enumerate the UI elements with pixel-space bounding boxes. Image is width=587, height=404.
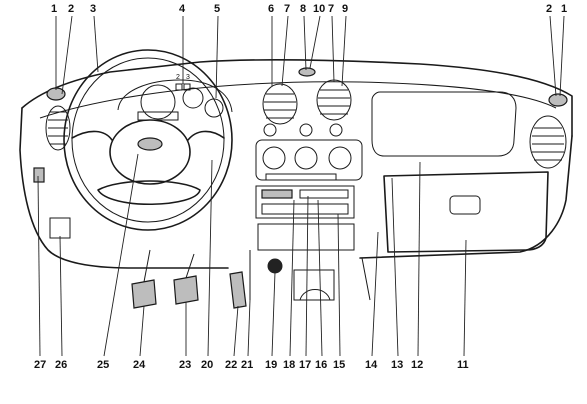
callout-top-2: 2 [68, 3, 75, 15]
callout-bottom-21: 21 [241, 359, 254, 371]
callout-top-7b: 7 [328, 3, 335, 15]
brake-pedal [173, 253, 199, 305]
upper-glovebox-panel [371, 91, 517, 157]
left-outer-vent [45, 87, 71, 151]
center-vents [262, 67, 352, 137]
callout-top-1: 1 [51, 3, 58, 15]
callout-bottom-20: 20 [201, 359, 214, 371]
callout-bottom-27: 27 [34, 359, 47, 371]
hazard-button [267, 258, 283, 274]
callout-top-10: 10 [313, 3, 326, 15]
callout-bottom-13: 13 [391, 359, 404, 371]
radio-unit [255, 185, 355, 219]
callout-bottom-24: 24 [133, 359, 146, 371]
callout-bottom-25: 25 [97, 359, 110, 371]
storage-compartment [257, 223, 355, 251]
accelerator-pedal [229, 271, 247, 309]
callout-top-4: 4 [179, 3, 186, 15]
heater-controls [255, 139, 363, 181]
callout-top-9: 9 [342, 3, 349, 15]
callout-top-7: 7 [284, 3, 291, 15]
callout-bottom-19: 19 [265, 359, 278, 371]
dashboard-inner-line [39, 81, 557, 119]
callout-top-8: 8 [300, 3, 307, 15]
instrument-cluster [117, 79, 233, 121]
callout-top-5: 5 [214, 3, 221, 15]
gear-boot [293, 269, 335, 301]
dashboard-lower-edge [19, 107, 229, 269]
callout-bottom-26: 26 [55, 359, 68, 371]
callout-bottom-15: 15 [333, 359, 346, 371]
dashboard-top-edge [21, 59, 573, 137]
center-console [249, 250, 371, 301]
gauge-mark-1: 2 [176, 74, 180, 81]
callout-bottom-22: 22 [225, 359, 238, 371]
dashboard-right-lower-edge [359, 135, 573, 259]
callout-top-2b: 2 [546, 3, 553, 15]
left-side-switch [33, 167, 45, 183]
glovebox [383, 171, 549, 253]
callout-bottom-12: 12 [411, 359, 424, 371]
callout-bottom-23: 23 [179, 359, 192, 371]
clutch-pedal [131, 249, 157, 309]
callout-top-1b: 1 [561, 3, 568, 15]
fuse-box-lid [49, 217, 71, 239]
gauge-mark-2: 3 [186, 74, 190, 81]
callout-bottom-16: 16 [315, 359, 328, 371]
callout-bottom-14: 14 [365, 359, 378, 371]
callout-bottom-18: 18 [283, 359, 296, 371]
glovebox-handle [449, 195, 481, 215]
callout-top-6: 6 [268, 3, 275, 15]
callout-top-3: 3 [90, 3, 97, 15]
callout-bottom-11: 11 [457, 359, 469, 371]
callout-bottom-17: 17 [299, 359, 312, 371]
right-outer-vent [529, 93, 568, 169]
